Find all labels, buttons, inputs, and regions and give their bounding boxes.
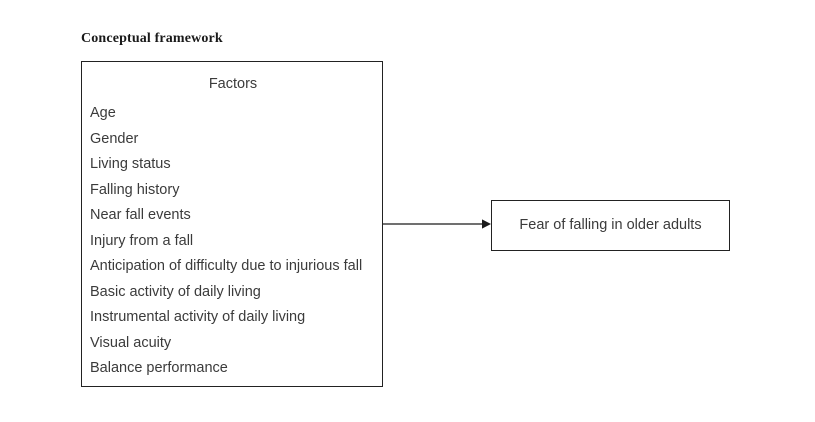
list-item: Near fall events bbox=[90, 207, 191, 223]
list-item: Anticipation of difficulty due to injuri… bbox=[90, 258, 363, 274]
list-item: Age bbox=[90, 105, 116, 121]
factors-heading: Factors bbox=[208, 76, 258, 92]
figure-title: Conceptual framework bbox=[81, 31, 223, 46]
outcome-label: Fear of falling in older adults bbox=[519, 217, 702, 233]
factors-box: Factors Age Gender Living status Falling… bbox=[81, 61, 383, 387]
outcome-box: Fear of falling in older adults bbox=[491, 200, 730, 251]
list-item: Injury from a fall bbox=[90, 232, 194, 249]
factors-list: Age Gender Living status Falling history… bbox=[90, 101, 376, 382]
list-item: Living status bbox=[90, 156, 171, 172]
arrow-right-icon bbox=[383, 219, 491, 229]
list-item: Falling history bbox=[90, 181, 180, 198]
list-item: Visual acuity bbox=[90, 334, 172, 351]
list-item: Gender bbox=[90, 130, 139, 147]
list-item: Balance performance bbox=[90, 360, 228, 376]
list-item: Instrumental activity of daily living bbox=[90, 309, 306, 325]
list-item: Basic activity of daily living bbox=[90, 283, 261, 300]
